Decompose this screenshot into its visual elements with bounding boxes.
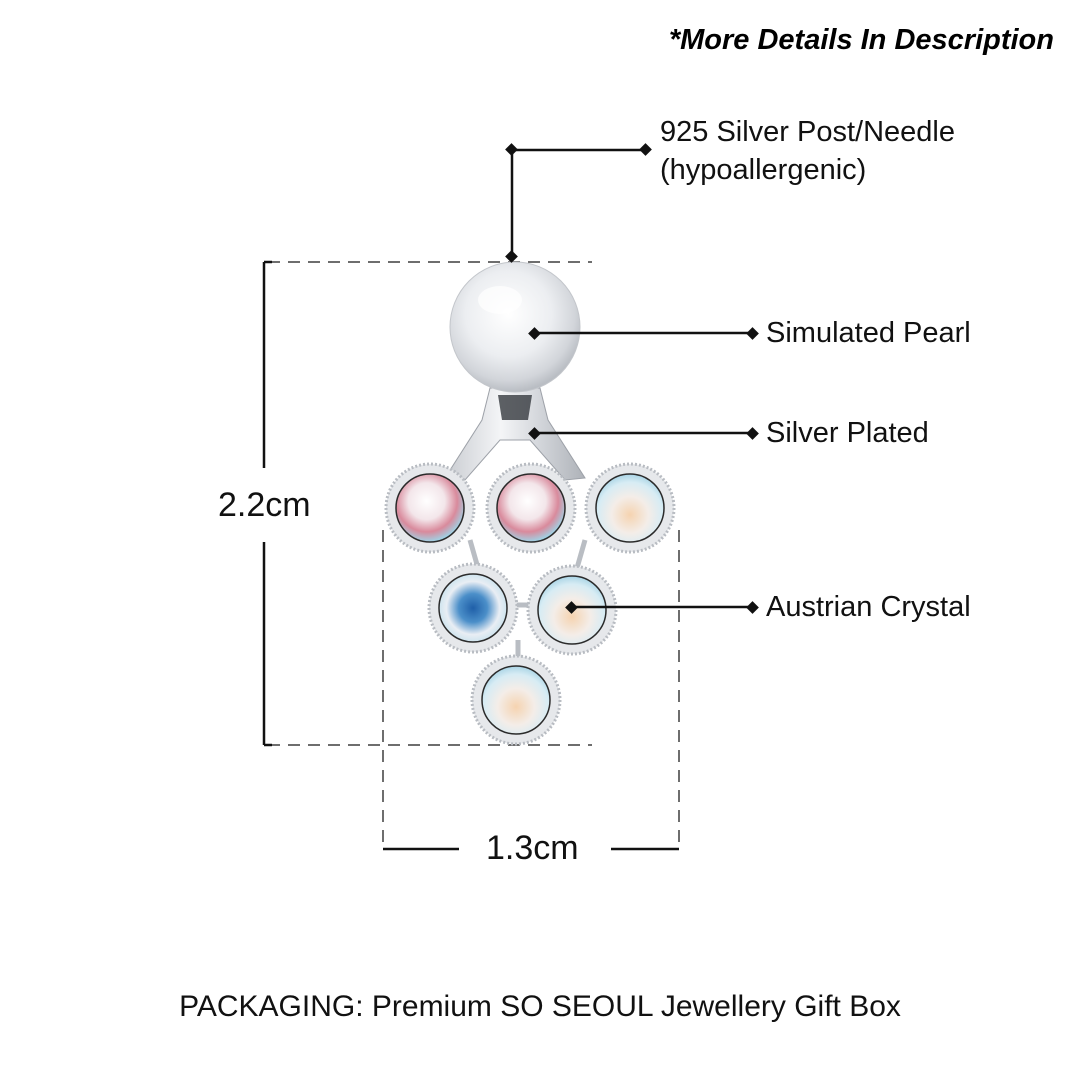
packaging-text: PACKAGING: Premium SO SEOUL Jewellery Gi… [179, 990, 901, 1023]
height-dimension-label: 2.2cm [218, 486, 311, 524]
callout-post-line1: 925 Silver Post/Needle [660, 116, 955, 148]
callout-post-line2: (hypoallergenic) [660, 154, 867, 186]
measurement-guides [268, 261, 680, 850]
height-bracket [262, 260, 272, 747]
earring-illustration [384, 261, 676, 746]
callout-post-needle: 925 Silver Post/Needle (hypoallergenic) [660, 113, 955, 189]
callout-austrian-crystal: Austrian Crystal [766, 591, 971, 623]
width-dimension-label: 1.3cm [486, 829, 579, 867]
callout-simulated-pearl: Simulated Pearl [766, 317, 971, 349]
callout-lines [505, 143, 759, 614]
details-note: *More Details In Description [668, 24, 1054, 56]
callout-silver-plated: Silver Plated [766, 417, 929, 449]
